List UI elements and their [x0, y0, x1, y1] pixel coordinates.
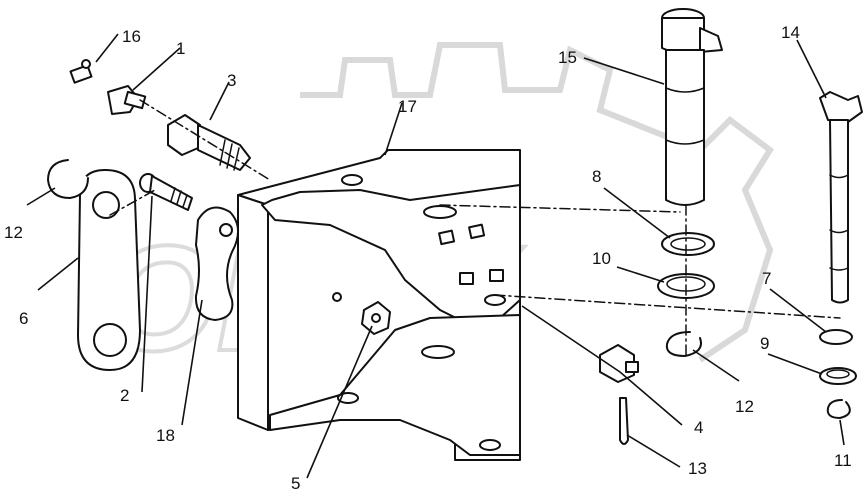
stud-3 — [167, 114, 251, 171]
leader-7 — [769, 288, 827, 333]
bracket-square-slot — [489, 269, 504, 282]
plate-body — [77, 169, 141, 371]
leader-2 — [141, 195, 153, 393]
leader-12-left — [26, 187, 56, 206]
leader-12-right — [692, 349, 740, 382]
plate-splined-hole — [92, 191, 120, 219]
pin-15-shaft — [665, 49, 705, 206]
callout-14: 14 — [781, 23, 800, 42]
leader-4 — [521, 305, 683, 426]
leader-1 — [132, 47, 181, 91]
link-hole — [219, 223, 233, 237]
callout-4: 4 — [694, 418, 703, 437]
callout-3: 3 — [227, 71, 236, 90]
bracket-hole — [421, 345, 455, 359]
washer-8-inner — [670, 237, 706, 251]
leader-5 — [306, 325, 373, 479]
bolt-1 — [107, 85, 147, 115]
washer-9-inner — [826, 369, 850, 379]
callout-9: 9 — [760, 334, 769, 353]
bracket-square-slot — [438, 229, 456, 246]
bracket-side-plate — [237, 194, 269, 431]
leader-14 — [796, 39, 827, 99]
bracket-hole — [484, 294, 506, 306]
stud-3-hex — [167, 114, 201, 156]
pin-14 — [819, 91, 863, 304]
cotter-pin-13 — [619, 397, 629, 445]
castle-nut-4-stem — [625, 361, 639, 373]
bracket-hole — [341, 174, 363, 186]
callout-8: 8 — [592, 167, 601, 186]
watermark-gear-outline — [300, 42, 775, 363]
centre-line — [494, 294, 841, 319]
pin-15 — [661, 8, 723, 206]
circlip-left — [47, 159, 89, 199]
washer-small — [332, 292, 342, 302]
leader-3 — [209, 81, 230, 121]
circlip-11 — [826, 399, 851, 419]
callout-15: 15 — [558, 48, 577, 67]
callout-17: 17 — [398, 97, 417, 116]
leader-17 — [384, 102, 403, 156]
callout-10: 10 — [592, 249, 611, 268]
centre-line — [139, 99, 271, 181]
callout-6: 6 — [19, 309, 28, 328]
centre-line — [439, 204, 681, 213]
castle-nut-4 — [599, 344, 639, 383]
leader-8 — [603, 187, 671, 239]
centre-lines — [109, 99, 841, 356]
pin-14-shaft — [829, 119, 849, 304]
callout-5: 5 — [291, 474, 300, 493]
callout-labels: 16 1 3 17 15 14 12 6 2 18 5 8 10 4 12 7 … — [4, 23, 852, 493]
callout-13: 13 — [688, 459, 707, 478]
bracket-square-slot — [468, 223, 486, 240]
nut-5-hole — [371, 313, 381, 323]
link — [194, 206, 239, 321]
pin-15-groove — [665, 87, 705, 145]
grease-nipple — [69, 59, 93, 84]
leader-lines — [26, 33, 845, 479]
pin-15-head — [661, 17, 705, 54]
leader-15 — [583, 57, 665, 85]
plate — [77, 169, 141, 371]
bolt-2-shank — [149, 175, 193, 211]
pin-15-tab — [699, 27, 723, 53]
bolt-2 — [139, 173, 193, 211]
bracket-square-slot — [459, 272, 474, 285]
pin-14-head — [819, 91, 863, 123]
bracket-hole — [479, 439, 501, 451]
nut-5 — [332, 292, 391, 335]
leader-18 — [181, 299, 203, 426]
leader-11 — [839, 419, 845, 446]
grease-nipple-body — [69, 64, 93, 84]
bracket-hole — [423, 205, 457, 219]
circlip-12-right — [665, 331, 702, 357]
grease-nipple-tip — [81, 59, 91, 69]
centre-line — [109, 189, 156, 216]
leader-9 — [767, 353, 823, 375]
callout-16: 16 — [122, 27, 141, 46]
leader-13 — [626, 434, 681, 468]
stud-3-thread — [219, 139, 240, 171]
leader-6 — [37, 257, 79, 291]
callout-1: 1 — [176, 39, 185, 58]
leader-16 — [95, 33, 119, 63]
bolt-2-thread — [170, 187, 188, 208]
pin-14-groove — [829, 174, 849, 271]
washer-7 — [819, 329, 853, 345]
plate-splined-hole — [93, 323, 127, 357]
callout-18: 18 — [156, 426, 175, 445]
callout-7: 7 — [762, 269, 771, 288]
callout-12-left: 12 — [4, 223, 23, 242]
callout-11: 11 — [834, 451, 852, 470]
callout-2: 2 — [120, 386, 129, 405]
washer-8 — [661, 232, 715, 256]
leader-10 — [616, 266, 665, 283]
callout-12-right: 12 — [735, 397, 754, 416]
